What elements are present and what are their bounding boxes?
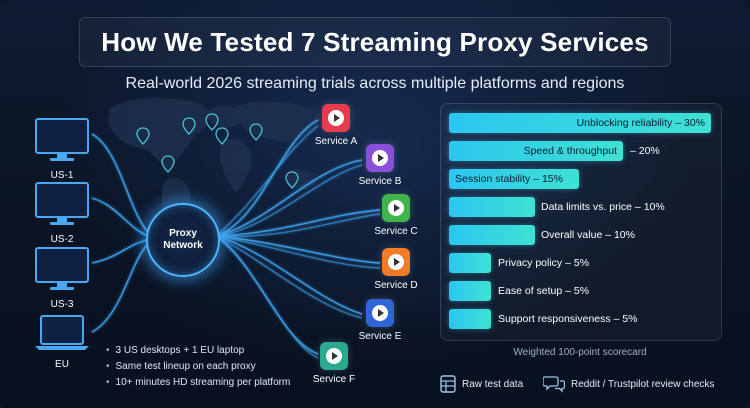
weight-bar — [449, 197, 535, 217]
service-c: Service C — [356, 194, 436, 237]
map-pin-icon — [182, 117, 196, 135]
device-eu: EU — [32, 314, 92, 370]
map-pin-icon — [136, 127, 150, 145]
criterion-setup: Ease of setup – 5% — [449, 281, 589, 301]
device-us-3: US-3 — [32, 246, 92, 310]
play-tile-icon — [320, 342, 348, 370]
map-pin-icon — [205, 113, 219, 131]
scorecard-panel: Unblocking reliability – 30% Speed & thr… — [440, 103, 722, 341]
device-us-2: US-2 — [32, 181, 92, 245]
play-tile-icon — [382, 194, 410, 222]
service-name: Service E — [358, 331, 402, 342]
scorecard-caption: Weighted 100-point scorecard — [513, 347, 647, 358]
device-label: US-2 — [50, 234, 74, 245]
criterion-label: Ease of setup – 5% — [498, 285, 590, 297]
legend-label: Reddit / Trustpilot review checks — [571, 378, 715, 390]
criterion-session: Session stability – 15% — [449, 169, 579, 189]
link-eu-proxy — [91, 243, 149, 333]
service-name: Service F — [312, 374, 356, 385]
link-us2-proxy — [91, 197, 149, 237]
link-proxy-d2 — [215, 235, 381, 269]
weight-bar — [449, 225, 535, 245]
desktop-monitor-icon — [35, 182, 89, 225]
legend-raw-data: Raw test data — [440, 375, 523, 393]
link-proxy-e — [215, 235, 363, 315]
play-tile-icon — [366, 144, 394, 172]
legend-label: Raw test data — [462, 378, 524, 390]
weight-bar — [449, 281, 491, 301]
spreadsheet-icon — [440, 375, 456, 393]
desktop-monitor-icon — [35, 118, 89, 161]
service-name: Service A — [314, 136, 358, 147]
criterion-privacy: Privacy policy – 5% — [449, 253, 589, 273]
chat-bubbles-icon — [543, 376, 565, 393]
proxy-label-line1: Proxy — [169, 228, 197, 239]
link-proxy-d — [215, 235, 381, 264]
map-pin-icon — [285, 171, 299, 189]
play-tile-icon — [322, 104, 350, 132]
note-item: 10+ minutes HD streaming per platform — [106, 375, 291, 391]
note-item: 3 US desktops + 1 EU laptop — [106, 343, 290, 359]
title-banner: How We Tested 7 Streaming Proxy Services — [79, 17, 671, 67]
link-proxy-a — [215, 119, 319, 237]
device-label: US-1 — [50, 170, 74, 181]
link-proxy-f — [215, 235, 319, 355]
criterion-label: Unblocking reliability – 30% — [576, 117, 705, 129]
link-us3-proxy — [91, 239, 149, 264]
device-label: EU — [55, 359, 69, 370]
link-proxy-b — [215, 159, 363, 237]
link-proxy-c2 — [215, 213, 381, 238]
note-item: Same test lineup on each proxy — [106, 359, 290, 375]
criterion-overall-value: Overall value – 10% — [449, 225, 635, 245]
proxy-label-line2: Network — [163, 240, 203, 251]
criterion-label: Data limits vs. price – 10% — [541, 201, 665, 213]
service-d: Service D — [356, 248, 436, 291]
service-a: Service A — [296, 104, 376, 147]
play-tile-icon — [382, 248, 410, 276]
weight-bar — [449, 113, 711, 133]
criterion-label: Session stability – 15% — [455, 173, 563, 185]
weight-bar: Session stability – 15% — [449, 169, 579, 189]
service-name: Service B — [358, 176, 402, 187]
desktop-monitor-icon — [35, 247, 89, 290]
device-label: US-3 — [50, 299, 74, 310]
criterion-weight: – 20% — [630, 145, 660, 157]
device-us-1: US-1 — [32, 117, 92, 181]
service-name: Service D — [374, 280, 418, 291]
link-proxy-f2 — [215, 235, 319, 359]
service-e: Service E — [340, 299, 420, 342]
criterion-speed: Speed & throughput – 20% — [449, 141, 660, 161]
service-name: Service C — [374, 226, 418, 237]
weight-bar — [449, 253, 491, 273]
criterion-label: Privacy policy – 5% — [498, 257, 590, 269]
criterion-label: Speed & throughput — [523, 145, 617, 157]
service-f: Service F — [294, 342, 374, 385]
page-title: How We Tested 7 Streaming Proxy Services — [101, 26, 649, 57]
weight-bar: Speed & throughput — [449, 141, 623, 161]
link-proxy-a2 — [215, 125, 319, 237]
map-pin-icon — [249, 123, 263, 141]
criterion-label: Support responsiveness – 5% — [498, 313, 638, 325]
link-proxy-b2 — [215, 164, 363, 237]
criterion-support: Support responsiveness – 5% — [449, 309, 638, 329]
criterion-unblocking: Unblocking reliability – 30% — [449, 113, 711, 133]
legend-review-checks: Reddit / Trustpilot review checks — [543, 375, 714, 393]
criterion-label: Overall value – 10% — [541, 229, 635, 241]
map-pin-icon — [161, 155, 175, 173]
service-b: Service B — [340, 144, 420, 187]
link-proxy-c — [215, 209, 381, 237]
laptop-icon — [35, 315, 89, 350]
criterion-data-limits: Data limits vs. price – 10% — [449, 197, 665, 217]
weight-bar — [449, 309, 491, 329]
proxy-network-hub: Proxy Network — [146, 203, 220, 277]
method-notes: 3 US desktops + 1 EU laptop Same test li… — [106, 343, 291, 391]
subtitle: Real-world 2026 streaming trials across … — [125, 75, 625, 92]
play-tile-icon — [366, 299, 394, 327]
map-pin-icon — [215, 127, 229, 145]
link-us1-proxy — [91, 133, 149, 233]
link-proxy-e2 — [215, 235, 363, 319]
